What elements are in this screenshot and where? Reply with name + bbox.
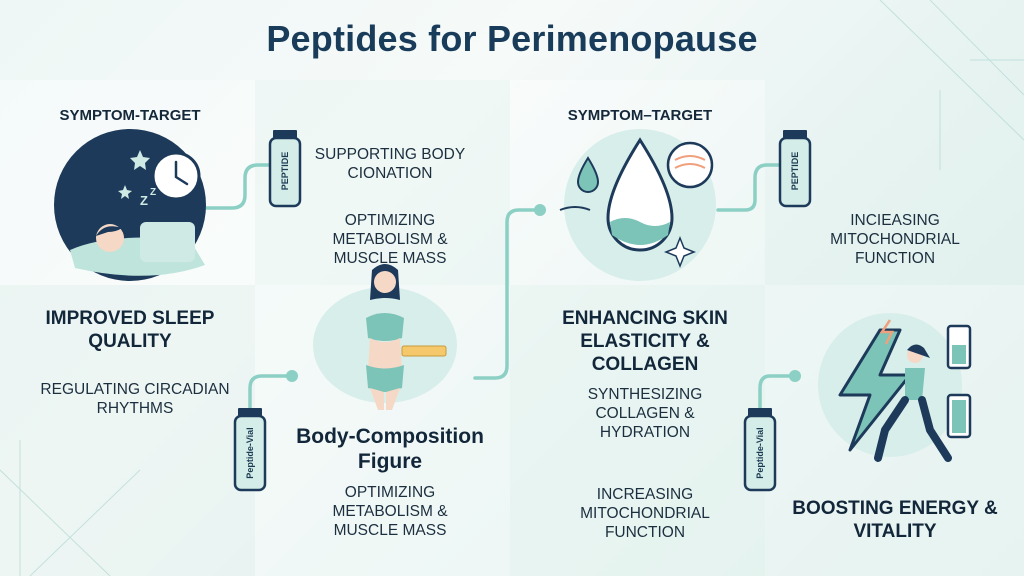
decorative-lines-top-right xyxy=(879,0,1024,170)
water-drop-illustration xyxy=(559,129,716,281)
mitochondrial-text-top: INCIEASING MITOCHONDRIAL FUNCTION xyxy=(830,212,960,267)
left-symptom-target-header: SYMPTOM-TARGET xyxy=(59,107,201,124)
body-composition-title: Body-Composition Figure xyxy=(296,425,484,473)
decorative-lines-bottom-left xyxy=(0,440,141,576)
vial-label-bottom-left: Peptide-Vial xyxy=(245,427,255,479)
circadian-text: REGULATING CIRCADIAN RHYTHMS xyxy=(40,381,230,417)
right-symptom-target-header: SYMPTOM–TARGET xyxy=(567,107,713,124)
body-figure-illustration xyxy=(313,264,457,410)
svg-text:Z: Z xyxy=(150,187,156,198)
panel-bottom-left xyxy=(0,285,255,576)
svg-text:Z: Z xyxy=(140,193,148,208)
connector-dots xyxy=(286,204,801,382)
skin-elasticity-title: ENHANCING SKIN ELASTICITY & COLLAGEN xyxy=(562,308,728,375)
collagen-text: SYNTHESIZING COLLAGEN & HYDRATION xyxy=(587,386,703,441)
metabolism-text-bottom: OPTIMIZING METABOLISM & MUSCLE MASS xyxy=(332,484,448,539)
sleep-quality-title: IMPROVED SLEEP QUALITY xyxy=(45,308,215,352)
supporting-body-text: SUPPORTING BODY CIONATION xyxy=(314,146,466,182)
energy-vitality-title: BOOSTING ENERGY & VITALITY xyxy=(792,498,998,542)
vials xyxy=(233,130,812,492)
sleep-illustration: Z Z xyxy=(51,129,206,281)
energy-illustration xyxy=(818,313,972,462)
page-title: Peptides for Perimenopause xyxy=(266,18,758,59)
vial-label-bottom-right: Peptide-Vial xyxy=(755,427,765,479)
mitochondrial-text-bottom: INCREASING MITOCHONDRIAL FUNCTION xyxy=(580,486,710,541)
panel-bottom-right xyxy=(510,285,765,576)
connector-lines xyxy=(203,163,797,414)
metabolism-text-top: OPTIMIZING METABOLISM & MUSCLE MASS xyxy=(332,212,448,267)
vial-label-top-left: PEPTIDE xyxy=(280,151,290,191)
vial-label-top-right: PEPTIDE xyxy=(790,151,800,191)
